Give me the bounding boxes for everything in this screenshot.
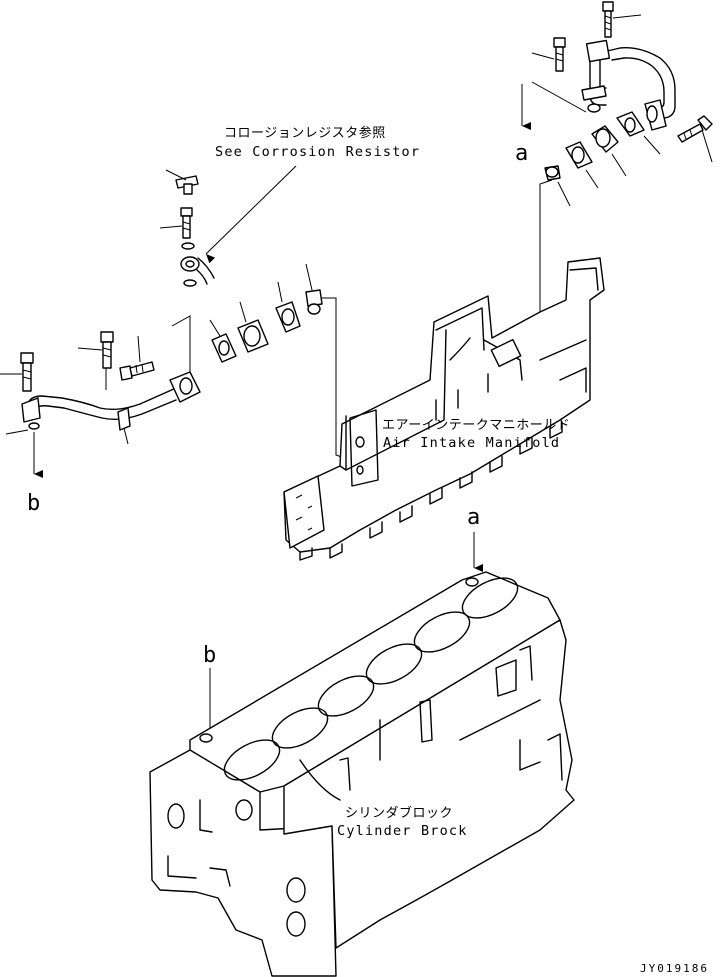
water-port (199, 733, 213, 743)
bolt-icon (602, 1, 642, 38)
o-ring-icon (544, 165, 571, 207)
corrosion-resistor-label-jp: コロージョンレジスタ参照 (224, 125, 386, 141)
right-water-pipe-assembly (521, 1, 713, 353)
reference-label-a: a (467, 505, 480, 530)
bolt-icon (159, 207, 193, 239)
bolt-icon (677, 115, 713, 163)
cylinder-block-label-jp: シリンダブロック (345, 805, 453, 821)
cylinder-block (149, 571, 575, 977)
air-intake-manifold (283, 257, 605, 561)
o-ring-icon (305, 263, 323, 315)
banjo-eye-icon (180, 256, 215, 285)
gasket-icon (565, 141, 599, 189)
washer-icon (183, 279, 197, 287)
banjo-fitting-icon (165, 169, 199, 195)
manifold-label-jp: エアーインテークマニホールド (382, 418, 570, 433)
reference-label-b: b (203, 643, 216, 668)
gasket-icon (209, 319, 237, 363)
bolt-icon (531, 37, 566, 72)
pipe-clip-icon (117, 407, 131, 431)
bolt-icon (77, 331, 114, 390)
bolt-icon (0, 352, 34, 392)
gasket-icon (275, 281, 301, 333)
cylinder-block-label-en: Cylinder Brock (337, 823, 468, 839)
drawing-code: JY019186 (640, 962, 709, 975)
washer-icon (181, 242, 195, 250)
bolt-icon (119, 335, 155, 381)
connector-icon (591, 125, 627, 177)
reference-label-a: a (515, 141, 528, 166)
reference-label-b: b (27, 491, 40, 516)
o-ring-icon (28, 422, 40, 430)
water-port (465, 577, 479, 587)
left-water-pipe-assembly (0, 165, 351, 478)
connector-icon (237, 301, 269, 353)
corrosion-resistor-label-en: See Corrosion Resistor (215, 144, 420, 160)
manifold-label-en: Air Intake Manifold (383, 435, 560, 451)
gasket-icon (616, 111, 661, 155)
